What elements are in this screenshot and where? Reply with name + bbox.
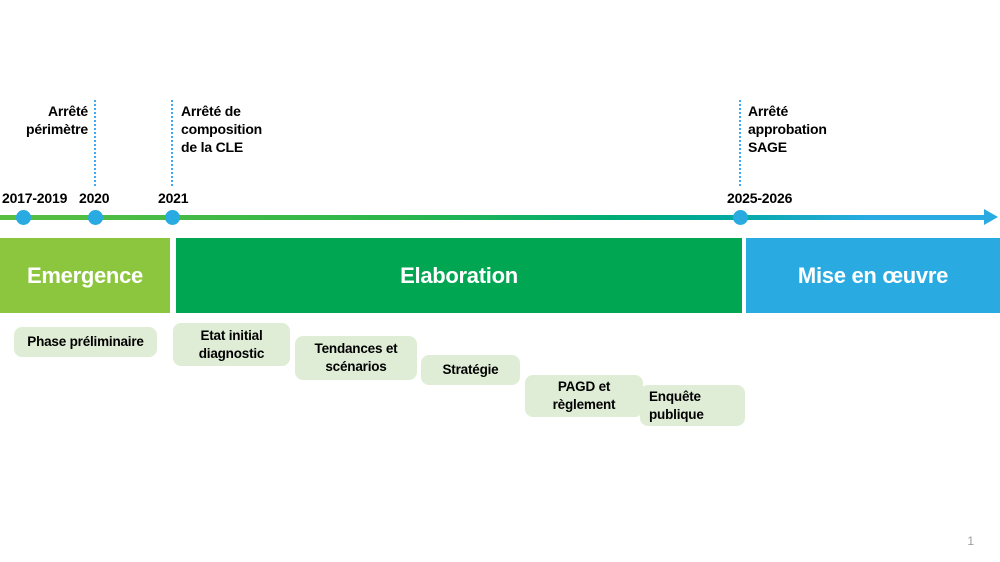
step-phase-preliminaire: Phase préliminaire <box>14 327 157 357</box>
annotation-arrete-approbation-sage: Arrêté approbation SAGE <box>748 103 827 155</box>
phase-bar-elaboration: Elaboration <box>176 238 742 313</box>
timeline-dot-2017-2019 <box>16 210 31 225</box>
page-number: 1 <box>967 534 974 548</box>
timeline-date-2017-2019: 2017-2019 <box>2 190 68 206</box>
dotted-line-2025-2026 <box>739 100 741 186</box>
step-strategie: Stratégie <box>421 355 520 385</box>
step-pagd-reglement: PAGD et règlement <box>525 375 643 417</box>
annotation-arrete-perimetre: Arrêté périmètre <box>25 103 88 137</box>
step-etat-initial-diagnostic: Etat initial diagnostic <box>173 323 290 366</box>
timeline-axis <box>0 215 986 220</box>
phase-bar-emergence: Emergence <box>0 238 170 313</box>
timeline-date-2025-2026: 2025-2026 <box>727 190 793 206</box>
phase-label-mise-en-oeuvre: Mise en œuvre <box>797 262 949 288</box>
phase-label-elaboration: Elaboration <box>400 262 518 288</box>
dotted-line-2020 <box>94 100 96 186</box>
step-tendances-scenarios: Tendances et scénarios <box>295 336 417 380</box>
phase-bar-mise-en-oeuvre: Mise en œuvre <box>746 238 1000 313</box>
timeline-arrow-icon <box>984 209 998 225</box>
timeline-date-2020: 2020 <box>79 190 110 206</box>
step-enquete-publique: Enquête publique <box>640 385 745 426</box>
annotation-arrete-composition-cle: Arrêté de composition de la CLE <box>181 103 263 155</box>
timeline-dot-2020 <box>88 210 103 225</box>
timeline-date-2021: 2021 <box>158 190 189 206</box>
dotted-line-2021 <box>171 100 173 186</box>
phase-label-emergence: Emergence <box>27 262 143 288</box>
timeline-dot-2021 <box>165 210 180 225</box>
timeline-dot-2025-2026 <box>733 210 748 225</box>
